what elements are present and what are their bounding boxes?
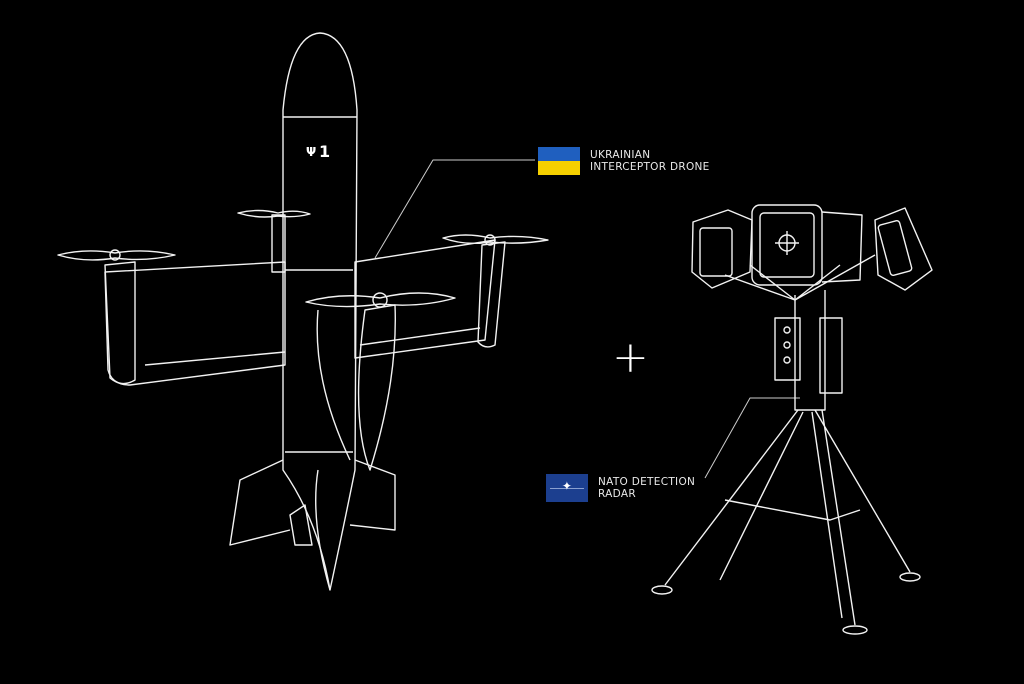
interceptor-drone-drawing: Ψ 1 [57, 32, 549, 591]
nato-detection-radar-label: NATO DETECTION RADAR [546, 474, 695, 502]
nato-flag-icon [546, 474, 588, 502]
trident-emblem: Ψ [306, 145, 316, 159]
radar-leader-line [704, 397, 800, 479]
drone-label-line2: INTERCEPTOR DRONE [590, 161, 710, 173]
plus-sign: + [612, 332, 649, 383]
radar-label-line1: NATO DETECTION [598, 476, 696, 488]
ukrainian-interceptor-drone-label: UKRAINIAN INTERCEPTOR DRONE [538, 147, 710, 175]
drone-marking: 1 [319, 142, 330, 161]
drone-leader-line [374, 159, 535, 259]
ukraine-flag-icon [538, 147, 580, 175]
nato-radar-drawing [651, 204, 933, 635]
drone-label-line1: UKRAINIAN [590, 149, 651, 161]
radar-label-line2: RADAR [598, 488, 636, 500]
